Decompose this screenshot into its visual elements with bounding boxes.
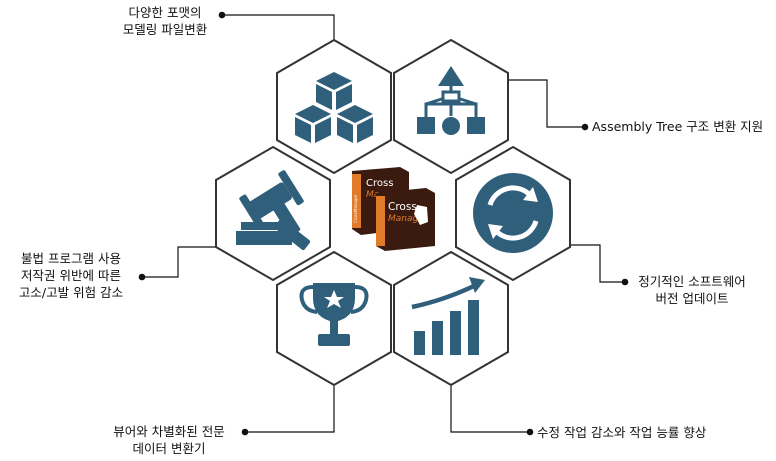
connector-conversion <box>222 14 335 40</box>
label-viewer-line2: 데이터 변환기 <box>132 441 206 456</box>
label-viewer-line1: 뷰어와 차별화된 전문 <box>113 424 225 439</box>
label-efficiency-line1: 수정 작업 감소와 작업 능률 향상 <box>537 425 707 440</box>
dot-assembly <box>581 123 589 131</box>
box-back-title: Cross <box>366 178 393 189</box>
label-assembly-line1: Assembly Tree 구조 변환 지원 <box>592 119 764 134</box>
dot-viewer <box>241 428 249 436</box>
hex-conversion <box>276 38 392 175</box>
label-legal-line2: 저작권 위반에 따른 <box>21 268 121 283</box>
label-legal-line1: 불법 프로그램 사용 <box>21 251 121 266</box>
dot-updates <box>621 278 629 286</box>
cubes-icon <box>295 72 373 143</box>
hex-legal <box>215 145 331 282</box>
label-assembly: Assembly Tree 구조 변환 지원 <box>592 118 763 135</box>
product-box-icon: Cross Ma Cross Manager CrossManager <box>352 167 435 251</box>
gavel-icon <box>236 170 311 251</box>
label-efficiency: 수정 작업 감소와 작업 능률 향상 <box>537 424 706 441</box>
label-conversion: 다양한 포맷의 모델링 파일변환 <box>113 4 217 38</box>
connector-assembly <box>508 79 585 128</box>
connector-viewer <box>245 385 335 433</box>
label-updates-line1: 정기적인 소프트웨어 <box>638 274 746 289</box>
label-legal-line3: 고소/고발 위험 감소 <box>18 285 124 300</box>
connector-efficiency <box>450 380 530 433</box>
connector-updates <box>570 244 625 283</box>
label-legal: 불법 프로그램 사용 저작권 위반에 따른 고소/고발 위험 감소 <box>4 250 138 301</box>
label-viewer: 뷰어와 차별화된 전문 데이터 변환기 <box>94 423 244 457</box>
connector-legal <box>142 246 216 278</box>
trophy-icon <box>299 283 369 346</box>
connector-lines <box>142 14 625 433</box>
label-conversion-line1: 다양한 포맷의 <box>128 5 202 20</box>
dot-efficiency <box>526 428 534 436</box>
box-back-subtitle: Ma <box>366 190 379 200</box>
hierarchy-tree-icon <box>417 66 485 135</box>
growth-bar-chart-icon <box>411 277 485 355</box>
box-front-subtitle: Manager <box>388 214 429 224</box>
dot-legal <box>138 273 146 281</box>
box-spine-logo: CrossManager <box>353 194 358 223</box>
connector-dots <box>138 11 629 436</box>
dot-conversion <box>218 11 226 19</box>
label-conversion-line2: 모델링 파일변환 <box>122 22 208 37</box>
label-updates-line2: 버전 업데이트 <box>655 291 729 306</box>
label-updates: 정기적인 소프트웨어 버전 업데이트 <box>628 273 756 307</box>
refresh-cycle-icon <box>473 173 553 253</box>
box-front-title: Cross <box>388 201 417 213</box>
